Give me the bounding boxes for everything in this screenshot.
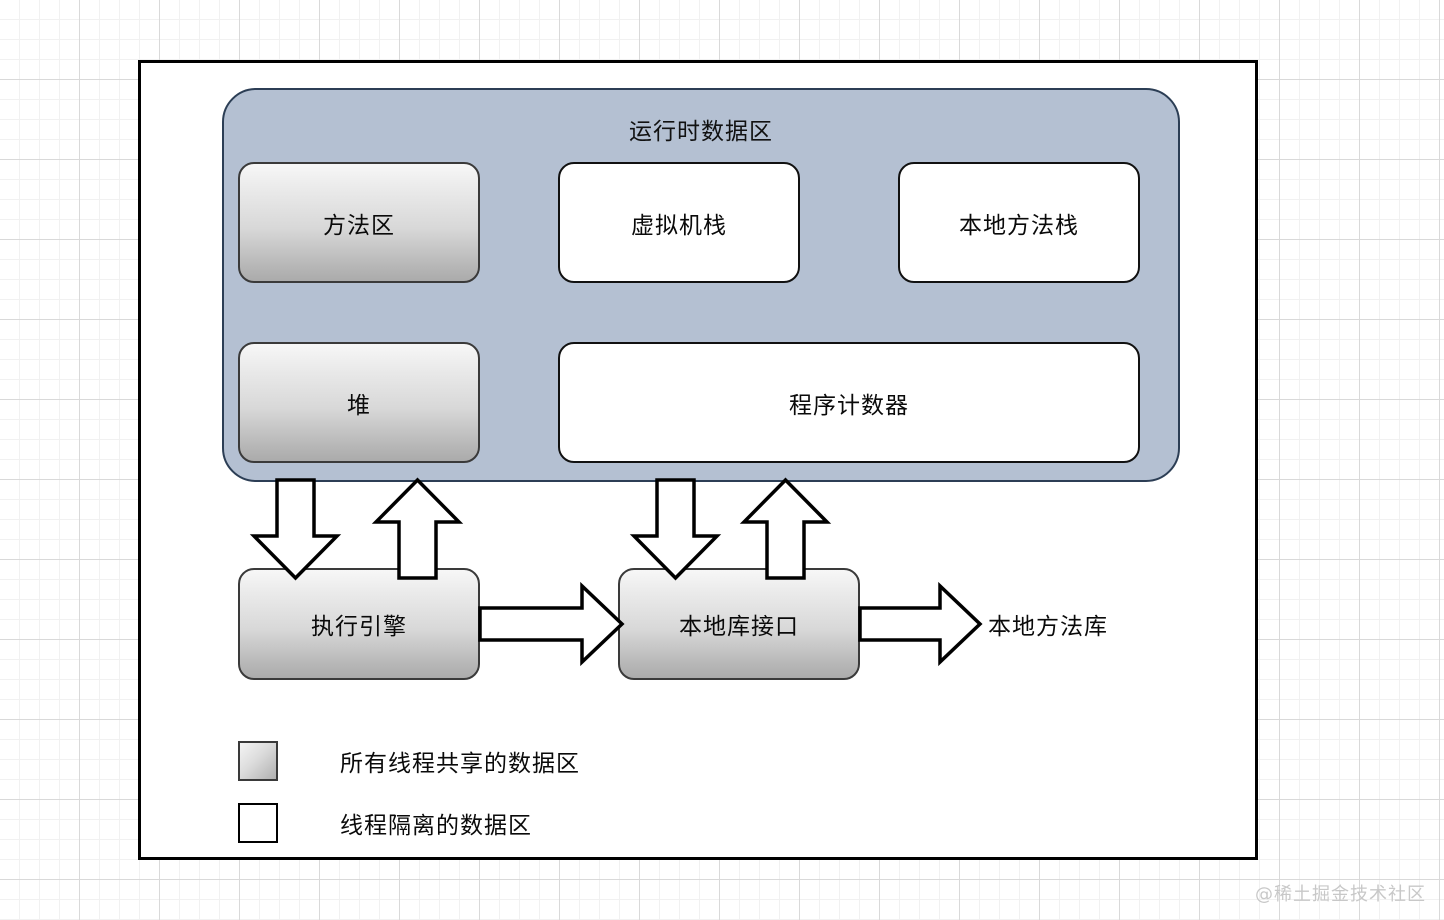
- node-heap-label: 堆: [347, 392, 371, 419]
- node-execution-engine-label: 执行引擎: [311, 614, 407, 640]
- legend-label-isolated: 线程隔离的数据区: [340, 813, 532, 839]
- node-program-counter-register[interactable]: 程序计数器: [558, 342, 1140, 463]
- runtime-data-area-title: 运行时数据区: [629, 119, 773, 145]
- label-native-method-library: 本地方法库: [988, 614, 1108, 640]
- node-vm-stack[interactable]: 虚拟机栈: [558, 162, 800, 283]
- node-vm-stack-label: 虚拟机栈: [631, 212, 727, 239]
- legend-label-shared: 所有线程共享的数据区: [340, 751, 580, 777]
- legend-item-isolated: 线程隔离的数据区: [238, 800, 580, 846]
- watermark: @稀土掘金技术社区: [1255, 884, 1426, 905]
- node-program-counter-register-label: 程序计数器: [789, 392, 909, 419]
- node-method-area[interactable]: 方法区: [238, 162, 480, 283]
- legend: 所有线程共享的数据区 线程隔离的数据区: [238, 738, 580, 862]
- legend-swatch-isolated: [238, 803, 278, 843]
- node-method-area-label: 方法区: [323, 212, 395, 239]
- node-native-method-stack[interactable]: 本地方法栈: [898, 162, 1140, 283]
- node-native-method-stack-label: 本地方法栈: [959, 212, 1079, 239]
- legend-item-shared: 所有线程共享的数据区: [238, 738, 580, 784]
- node-execution-engine[interactable]: 执行引擎: [238, 568, 480, 680]
- node-native-library-interface-label: 本地库接口: [679, 614, 799, 640]
- node-native-library-interface[interactable]: 本地库接口: [618, 568, 860, 680]
- legend-swatch-shared: [238, 741, 278, 781]
- node-heap[interactable]: 堆: [238, 342, 480, 463]
